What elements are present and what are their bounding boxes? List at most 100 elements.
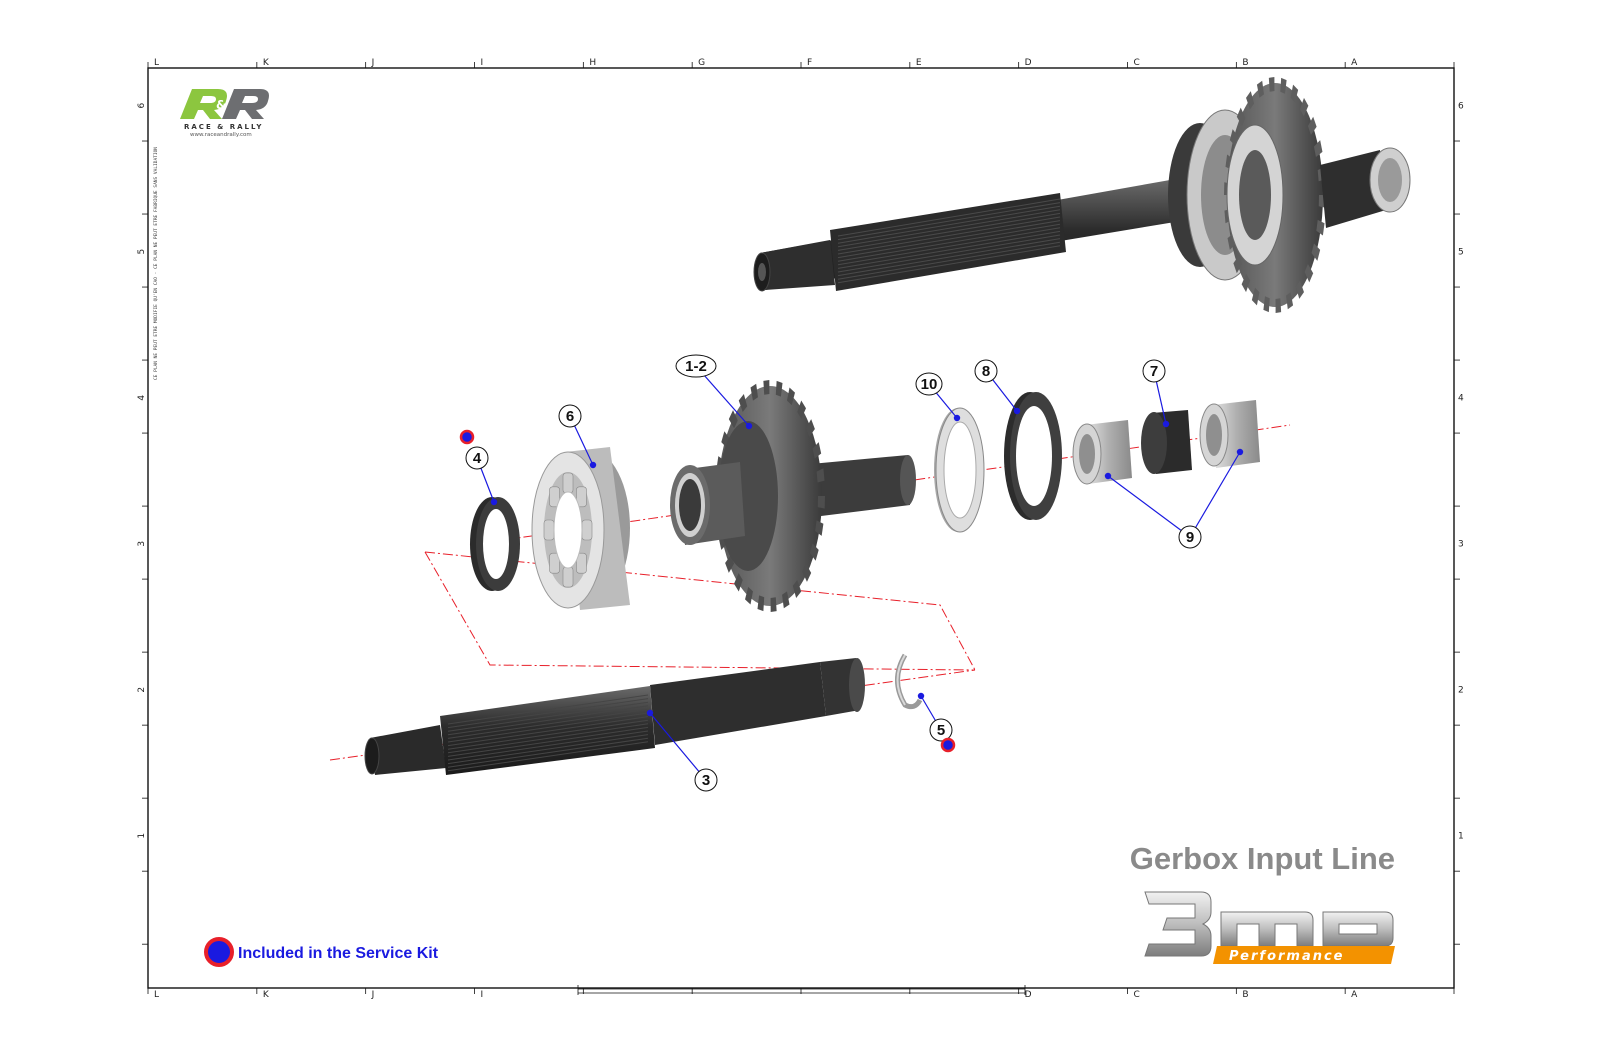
logo-r1-icon (180, 89, 227, 119)
leader-dot (917, 692, 925, 700)
callout-label: 10 (921, 376, 938, 393)
part-8-thrust-ring (1004, 392, 1062, 520)
brand-o-glyph (1322, 911, 1394, 947)
callout-1-2: 1-2 (675, 354, 717, 378)
grid-col-letter: E (916, 58, 922, 68)
callout-label: 6 (566, 408, 574, 425)
logo-url: www.raceandrally.com (190, 132, 252, 138)
logo-r2-icon (222, 89, 269, 119)
part-7-spacer (1141, 410, 1192, 474)
service-kit-legend: Included in the Service Kit (204, 937, 439, 967)
left-grid-numbers: 6 5 4 3 2 1 (137, 103, 147, 839)
logo-ampersand: & (216, 98, 226, 112)
brand-performance-bar (1213, 946, 1395, 964)
grid-row-number-right: 4 (1458, 394, 1464, 404)
grid-col-letter-bottom: J (371, 990, 375, 1000)
grid-col-letter-bottom: L (154, 990, 159, 1000)
grid-col-letter: D (1025, 58, 1032, 68)
grid-col-letter: J (371, 58, 375, 68)
grid-row-number-left: 5 (137, 249, 147, 255)
leader-line (1107, 475, 1191, 538)
grid-col-letter-bottom: B (1242, 990, 1248, 1000)
part-3-input-shaft (364, 658, 865, 775)
callout-4: 4 (465, 446, 489, 470)
logo-subtitle: RACE & RALLY (184, 123, 263, 131)
bottom-scale-bar (577, 985, 1026, 995)
part-1-2-gear (670, 380, 916, 612)
rr-logo: & RACE & RALLY www.raceandrally.com (180, 89, 269, 138)
callout-label: 5 (937, 722, 945, 739)
part-10-thrust-washer (934, 407, 985, 533)
callout-label: 7 (1150, 363, 1158, 380)
grid-col-letter: B (1242, 58, 1248, 68)
callout-label: 1-2 (685, 358, 707, 375)
service-kit-marker-part-5 (940, 737, 956, 753)
leader-dot (1236, 448, 1244, 456)
side-grid-ticks (142, 140, 1460, 945)
brand-m-glyph (1220, 911, 1314, 947)
callout-10: 10 (915, 372, 943, 396)
grid-col-letter-bottom: I (481, 990, 484, 1000)
grid-row-number-right: 1 (1458, 832, 1464, 842)
leader-dot (1162, 420, 1170, 428)
leader-dot (1104, 472, 1112, 480)
brand-3-glyph (1144, 891, 1212, 957)
top-grid-ticks (147, 62, 1455, 68)
callout-label: 4 (473, 450, 482, 467)
callout-6: 6 (558, 404, 582, 428)
part-4-seal (470, 497, 520, 591)
grid-col-letter-bottom: C (1134, 990, 1140, 1000)
grid-col-letter: G (698, 58, 705, 68)
leader-dot (589, 461, 597, 469)
grid-row-number-right: 6 (1458, 102, 1464, 112)
diagram-title: Gerbox Input Line (1130, 841, 1395, 876)
grid-row-number-right: 3 (1458, 540, 1464, 550)
part-5-circlip (895, 653, 923, 710)
leader-dot (1013, 407, 1021, 415)
grid-col-letter-bottom: A (1351, 990, 1358, 1000)
callout-bubbles: 1-2 3 4 5 6 7 8 9 10 (465, 354, 1202, 792)
callout-label: 9 (1186, 529, 1194, 546)
grid-col-letter: H (589, 58, 596, 68)
grid-row-number-left: 6 (137, 103, 147, 109)
callout-8: 8 (974, 359, 998, 383)
grid-row-number-left: 4 (137, 395, 147, 401)
service-kit-marker-icon (204, 937, 234, 967)
callout-7: 7 (1142, 359, 1166, 383)
service-kit-legend-label: Included in the Service Kit (238, 945, 439, 962)
leader-dot (953, 414, 961, 422)
part-9-needle-bearing-right (1199, 400, 1260, 468)
brand-tagline: Performance (1229, 949, 1345, 964)
part-6-roller-bearing (531, 447, 630, 610)
grid-col-letter-bottom: K (263, 990, 270, 1000)
grid-col-letter: K (263, 58, 270, 68)
leader-dot (490, 498, 498, 506)
service-kit-marker-part-4 (459, 429, 475, 445)
leader-dot (646, 709, 654, 717)
callout-label: 8 (982, 363, 990, 380)
callout-3: 3 (694, 768, 718, 792)
grid-row-number-left: 2 (137, 687, 147, 693)
callout-label: 3 (702, 772, 710, 789)
grid-row-number-right: 5 (1458, 248, 1464, 258)
grid-col-letter: C (1134, 58, 1140, 68)
grid-col-letter: I (481, 58, 484, 68)
assembled-input-shaft (753, 77, 1411, 313)
side-note: CE PLAN NE PEUT ETRE MODIFIE QU'EN CAO -… (153, 147, 159, 380)
callout-9: 9 (1178, 525, 1202, 549)
grid-col-letter-bottom: D (1025, 990, 1032, 1000)
leader-line (649, 712, 707, 781)
part-9-needle-bearing-left (1072, 420, 1132, 485)
callout-5: 5 (929, 718, 953, 742)
grid-col-letter: A (1351, 58, 1358, 68)
grid-row-number-left: 3 (137, 541, 147, 547)
grid-row-number-left: 1 (137, 833, 147, 839)
leader-line (1189, 451, 1241, 538)
leader-dot (745, 422, 753, 430)
grid-col-letter: F (807, 58, 812, 68)
